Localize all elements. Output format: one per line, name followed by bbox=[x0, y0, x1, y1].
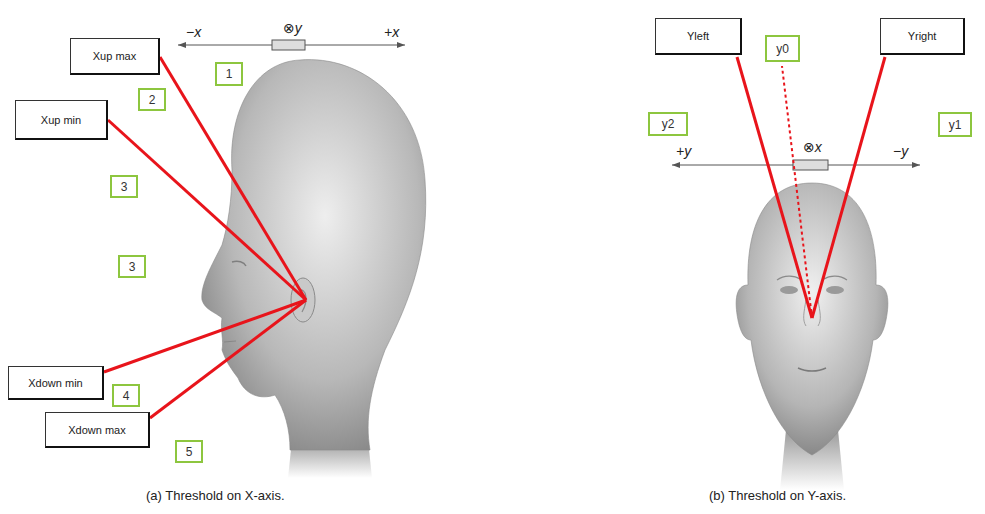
eye bbox=[826, 286, 844, 294]
region-number: y1 bbox=[938, 112, 972, 137]
axis-label: −y bbox=[893, 143, 908, 159]
threshold-box: Yright bbox=[880, 18, 965, 55]
region-number: y2 bbox=[648, 112, 688, 136]
eye bbox=[780, 286, 798, 294]
head-front bbox=[736, 183, 888, 455]
region-label: 3 bbox=[129, 260, 136, 274]
region-label: y2 bbox=[662, 117, 675, 131]
region-number: 5 bbox=[175, 440, 203, 463]
axis-arrowhead bbox=[178, 42, 186, 48]
axis-arrowhead bbox=[397, 42, 405, 48]
threshold-name: Xdown min bbox=[28, 377, 82, 389]
eye bbox=[232, 261, 246, 266]
head-profile bbox=[202, 60, 426, 450]
sensor bbox=[272, 40, 305, 50]
threshold-name: Xup min bbox=[41, 114, 81, 126]
threshold-box: Yleft bbox=[655, 18, 742, 55]
subfigure-caption: (a) Threshold on X-axis. bbox=[146, 488, 285, 503]
threshold-line bbox=[150, 300, 306, 418]
threshold-box: Xup max bbox=[70, 38, 160, 75]
threshold-box: Xdown max bbox=[45, 412, 150, 448]
axis-label: −x bbox=[186, 24, 201, 40]
axis-label: +y bbox=[676, 143, 691, 159]
threshold-line bbox=[737, 57, 812, 318]
region-number: 1 bbox=[215, 62, 243, 86]
threshold-name: Xdown max bbox=[68, 424, 125, 436]
region-label: 2 bbox=[149, 93, 156, 107]
center-line bbox=[782, 66, 812, 318]
subfigure-caption: (b) Threshold on Y-axis. bbox=[709, 488, 846, 503]
region-number: 3 bbox=[110, 175, 138, 198]
brow bbox=[824, 276, 847, 280]
threshold-name: Xup max bbox=[93, 50, 136, 62]
threshold-name: Yleft bbox=[687, 30, 709, 42]
threshold-box: Xdown min bbox=[8, 366, 104, 400]
region-label: 5 bbox=[186, 445, 193, 459]
axis-label: +x bbox=[384, 24, 399, 40]
axis-label: ⊗x bbox=[803, 139, 822, 155]
threshold-line bbox=[104, 300, 306, 372]
region-number: 4 bbox=[112, 384, 140, 407]
axis-arrowhead bbox=[672, 162, 680, 168]
region-label: 1 bbox=[226, 67, 233, 81]
axis-arrowhead bbox=[912, 162, 920, 168]
threshold-line bbox=[160, 57, 306, 300]
region-number: 3 bbox=[118, 255, 146, 278]
sensor bbox=[793, 160, 828, 170]
threshold-line bbox=[108, 120, 306, 300]
region-label: 4 bbox=[123, 389, 130, 403]
mouth bbox=[224, 341, 236, 342]
brow bbox=[777, 276, 800, 280]
threshold-line bbox=[812, 57, 885, 318]
threshold-box: Xup min bbox=[15, 100, 108, 140]
region-label: 3 bbox=[121, 180, 128, 194]
region-number: y0 bbox=[765, 35, 800, 62]
region-label: y1 bbox=[949, 118, 962, 132]
axis-label: ⊗y bbox=[283, 20, 302, 36]
region-label: y0 bbox=[776, 42, 789, 56]
threshold-name: Yright bbox=[908, 30, 937, 42]
region-number: 2 bbox=[138, 88, 166, 111]
mouth bbox=[798, 368, 826, 371]
